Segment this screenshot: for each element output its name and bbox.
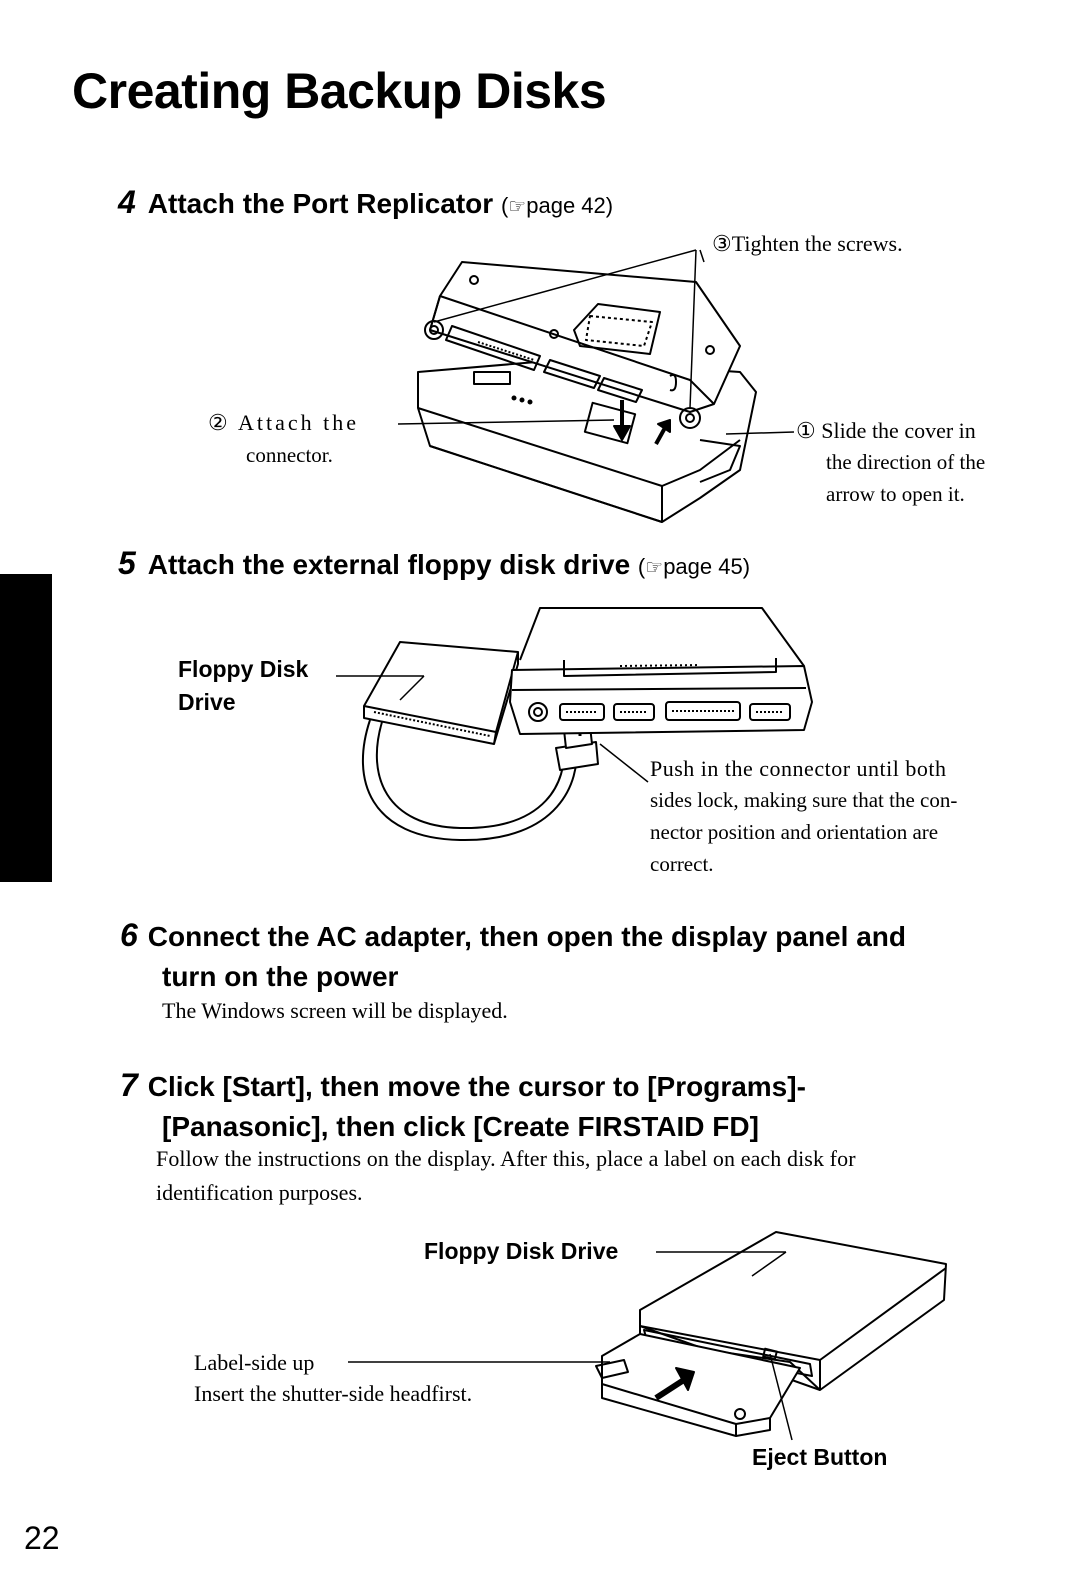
step-7-heading: 7 Click [Start], then move the cursor to … [120,1065,1040,1147]
push-note-line1: Push in the connector until both [650,756,947,781]
step-6-body: The Windows screen will be displayed. [162,998,508,1023]
step-7-body-line1: Follow the instructions on the display. … [156,1146,856,1171]
step-title-line2: [Panasonic], then click [Create FIRSTAID… [162,1111,759,1142]
step-number: 6 [120,917,138,953]
fdd-label-line1: Floppy Disk [178,656,309,682]
pointing-hand-icon: ☞ [508,196,527,218]
step-5-heading: 5 Attach the external floppy disk drive (… [118,545,750,582]
fdd-label-line2: Drive [178,689,236,715]
push-note-line2: sides lock, making sure that the con- [650,788,958,812]
callout-attach-connector-line2: connector. [246,443,333,467]
step-title-line1: Connect the AC adapter, then open the di… [147,921,906,952]
page-reference: (☞page 45) [637,554,751,579]
port-replicator-illustration [397,249,795,523]
callout-slide-cover-line2: the direction of the [826,450,986,474]
page-number: 22 [24,1520,60,1556]
callout-tighten-screws: ③Tighten the screws. [712,231,903,256]
callout-slide-cover-line1: ① Slide the cover in [796,418,976,443]
step-6-heading: 6 Connect the AC adapter, then open the d… [120,915,1040,997]
step-7-body-line2: identification purposes. [156,1180,363,1205]
step-title-line1: Click [Start], then move the cursor to [… [147,1071,806,1102]
step-title-line2: turn on the power [162,961,399,992]
pointing-hand-icon: ☞ [645,557,664,579]
section-tab [0,574,52,882]
eject-button-label: Eject Button [752,1444,888,1470]
step-number: 4 [118,184,136,220]
callout-slide-cover-line3: arrow to open it. [826,482,965,506]
callout-attach-connector-line1: ② Attach the [208,410,360,435]
page-reference: (☞page 42) [500,193,614,218]
page-title: Creating Backup Disks [72,63,607,119]
step-4-heading: 4 Attach the Port Replicator (☞page 42) [118,184,613,221]
fdd-drive-label: Floppy Disk Drive [424,1238,619,1264]
floppy-eject-illustration [348,1231,947,1441]
step-title: Attach the Port Replicator [147,188,494,219]
push-note-line4: correct. [650,852,714,876]
step-title: Attach the external floppy disk drive [147,549,631,580]
label-side-up-note: Label-side up [194,1350,315,1375]
step-number: 5 [118,545,136,581]
floppy-connection-illustration [336,607,813,842]
insert-shutter-note: Insert the shutter-side headfirst. [194,1381,473,1406]
step-number: 7 [120,1067,138,1103]
push-note-line3: nector position and orientation are [650,820,939,844]
